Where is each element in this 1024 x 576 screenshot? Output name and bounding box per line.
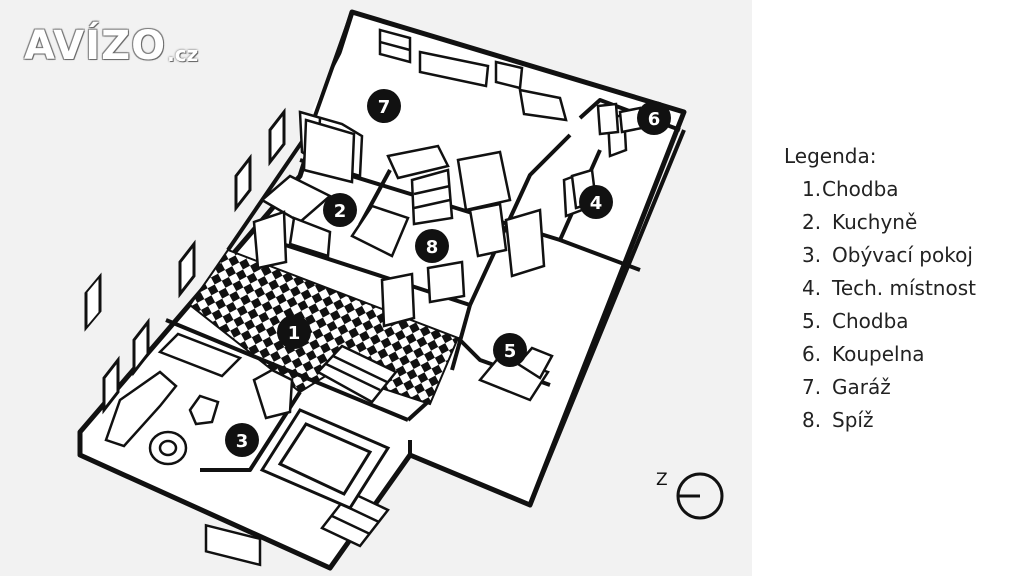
room-number-4: 4 (590, 193, 603, 214)
legend-item-number: 8. (802, 408, 822, 432)
room-number-6: 6 (648, 109, 661, 130)
legend-item: 8. Spíž (802, 404, 976, 437)
avizo-logo: AVÍZO .cz (24, 14, 198, 66)
compass-label: Z (656, 470, 668, 490)
room-number-5: 5 (504, 341, 517, 362)
legend-item-number: 2. (802, 210, 822, 234)
legend-item: 2. Kuchyně (802, 206, 976, 239)
legend-item: 5. Chodba (802, 305, 976, 338)
legend-item-label: Obývací pokoj (832, 243, 973, 267)
legend-item-label: Chodba (832, 309, 909, 333)
legend-item-number: 3. (802, 243, 822, 267)
room-marker-5: 5 (493, 333, 527, 367)
legend-item-number: 4. (802, 276, 822, 300)
doors (252, 112, 628, 328)
room-marker-3: 3 (225, 423, 259, 457)
legend-item-number: 5. (802, 309, 822, 333)
legend-item-number: 7. (802, 375, 822, 399)
legend-list: 1.Chodba 2.Kuchyně 3.Obývací pokoj 4.Tec… (784, 173, 976, 437)
room-marker-4: 4 (579, 185, 613, 219)
room-number-2: 2 (334, 201, 347, 222)
room-number-3: 3 (236, 431, 249, 452)
legend-item-label: Tech. místnost (832, 276, 976, 300)
floor-plan-panel: 1 2 3 4 5 6 7 (0, 0, 752, 576)
legend-item-label: Koupelna (832, 342, 925, 366)
legend-item-label: Garáž (832, 375, 891, 399)
floor-plan-illustration: 1 2 3 4 5 6 7 (77, 9, 687, 571)
living-room-features (259, 408, 391, 510)
room-marker-6: 6 (637, 101, 671, 135)
legend-item: 3. Obývací pokoj (802, 239, 976, 272)
legend-item: 7. Garáž (802, 371, 976, 404)
corridor5-furniture (477, 346, 554, 402)
room-marker-2: 2 (323, 193, 357, 227)
compass-icon (676, 472, 724, 520)
room-marker-7: 7 (367, 89, 401, 123)
legend-item-label: Chodba (822, 177, 899, 201)
legend-item-label: Kuchyně (832, 210, 918, 234)
pantry-furniture (386, 144, 546, 304)
legend-item: 6. Koupelna (802, 338, 976, 371)
room-number-1: 1 (288, 323, 301, 344)
legend-item: 4. Tech. místnost (802, 272, 976, 305)
left-windows (84, 107, 286, 415)
slab-edges (79, 129, 686, 571)
room-markers: 1 2 3 4 5 6 7 (225, 89, 671, 457)
room-number-8: 8 (426, 237, 439, 258)
living-room-furniture (104, 332, 294, 567)
legend-title: Legenda: (784, 144, 877, 168)
legend: Legenda: 1.Chodba 2.Kuchyně 3.Obývací po… (784, 140, 976, 437)
legend-item-label: Spíž (832, 408, 874, 432)
legend-item-number: 6. (802, 342, 822, 366)
legend-item: 1.Chodba (802, 173, 976, 206)
garage-furniture (302, 28, 568, 184)
logo-text: AVÍZO (24, 23, 167, 69)
compass: Z (650, 466, 730, 526)
legend-item-number: 1. (802, 177, 822, 201)
room-number-7: 7 (378, 97, 391, 118)
room-marker-8: 8 (415, 229, 449, 263)
logo-tld: .cz (167, 42, 199, 66)
room-marker-1: 1 (277, 315, 311, 349)
